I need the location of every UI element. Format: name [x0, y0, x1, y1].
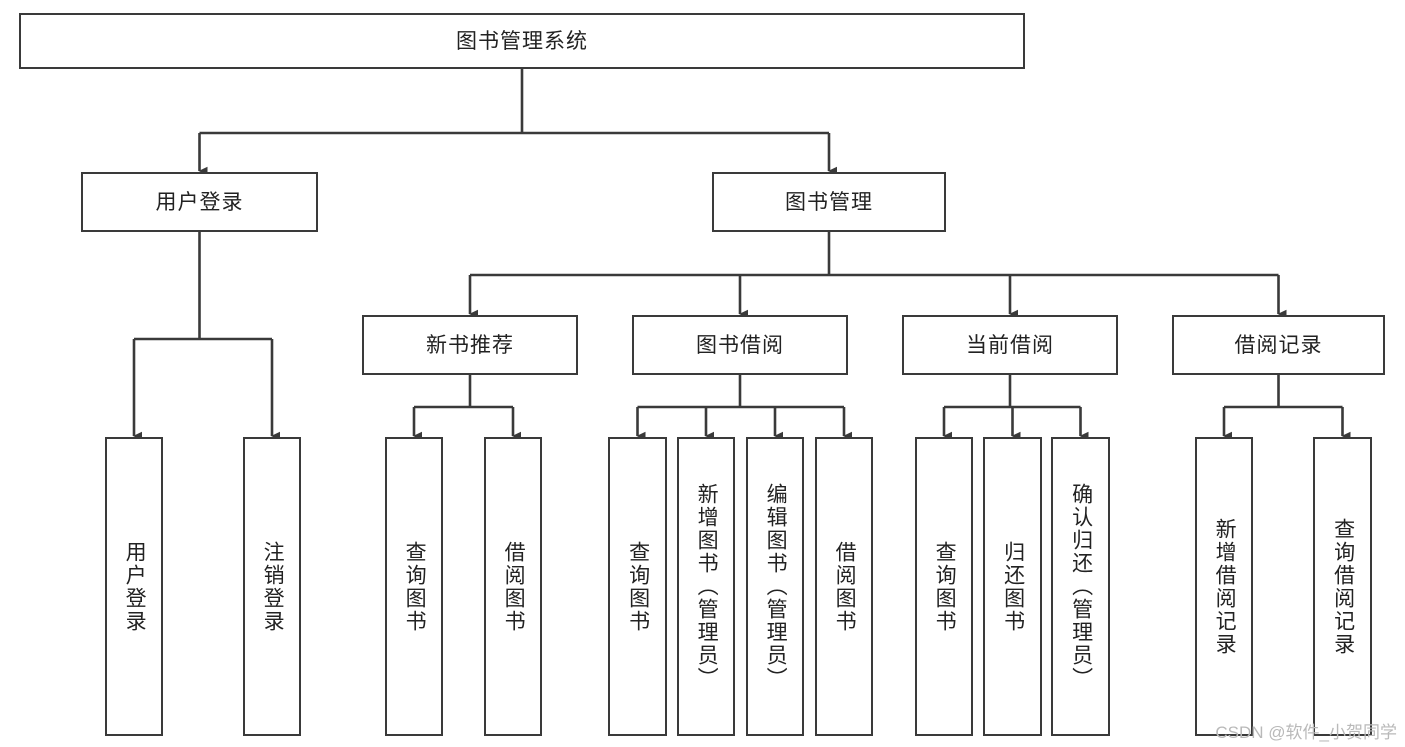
node-book-borrow[interactable]: 图书借阅 — [632, 315, 848, 375]
node-label-borrow-query-book: 查询图书 — [626, 540, 650, 633]
node-current-query-book[interactable]: 查询图书 — [915, 437, 973, 736]
node-borrow-lend-book[interactable]: 借阅图书 — [815, 437, 873, 736]
node-user-login[interactable]: 用户登录 — [81, 172, 318, 232]
node-recommend-query-book[interactable]: 查询图书 — [385, 437, 443, 736]
node-current-return-book[interactable]: 归还图书 — [983, 437, 1042, 736]
node-label-recommend-query-book: 查询图书 — [403, 540, 427, 633]
node-current-borrow[interactable]: 当前借阅 — [902, 315, 1118, 375]
node-label-new-book-recommend: 新书推荐 — [426, 333, 514, 357]
node-label-record-add: 新增借阅记录 — [1213, 517, 1237, 656]
node-label-user-login: 用户登录 — [155, 190, 244, 214]
node-label-record-query: 查询借阅记录 — [1331, 517, 1355, 656]
node-label-current-borrow: 当前借阅 — [966, 333, 1054, 357]
node-record-query[interactable]: 查询借阅记录 — [1313, 437, 1372, 736]
node-label-recommend-borrow-book: 借阅图书 — [502, 540, 526, 633]
node-borrow-edit-book[interactable]: 编辑图书（管理员） — [746, 437, 804, 736]
node-label-book-borrow: 图书借阅 — [696, 333, 784, 357]
node-recommend-borrow-book[interactable]: 借阅图书 — [484, 437, 542, 736]
node-current-confirm-return[interactable]: 确认归还（管理员） — [1051, 437, 1110, 736]
node-book-manage[interactable]: 图书管理 — [712, 172, 946, 232]
node-user-login-do[interactable]: 用户登录 — [105, 437, 163, 736]
node-label-borrow-add-book: 新增图书（管理员） — [695, 483, 719, 690]
node-root[interactable]: 图书管理系统 — [19, 13, 1025, 69]
connector-lines — [132, 69, 1351, 441]
node-label-current-confirm-return: 确认归还（管理员） — [1069, 483, 1093, 690]
node-user-logout[interactable]: 注销登录 — [243, 437, 301, 736]
node-record-add[interactable]: 新增借阅记录 — [1195, 437, 1253, 736]
node-borrow-query-book[interactable]: 查询图书 — [608, 437, 667, 736]
node-label-user-logout: 注销登录 — [261, 540, 285, 633]
node-label-current-return-book: 归还图书 — [1001, 540, 1025, 633]
node-label-borrow-lend-book: 借阅图书 — [833, 540, 857, 633]
node-borrow-record[interactable]: 借阅记录 — [1172, 315, 1385, 375]
node-label-borrow-edit-book: 编辑图书（管理员） — [764, 483, 788, 690]
node-label-book-manage: 图书管理 — [785, 190, 873, 214]
node-borrow-add-book[interactable]: 新增图书（管理员） — [677, 437, 735, 736]
node-new-book-recommend[interactable]: 新书推荐 — [362, 315, 578, 375]
node-label-user-login-do: 用户登录 — [123, 540, 147, 633]
node-label-root: 图书管理系统 — [456, 29, 588, 53]
node-label-borrow-record: 借阅记录 — [1234, 333, 1323, 357]
node-label-current-query-book: 查询图书 — [933, 540, 957, 633]
